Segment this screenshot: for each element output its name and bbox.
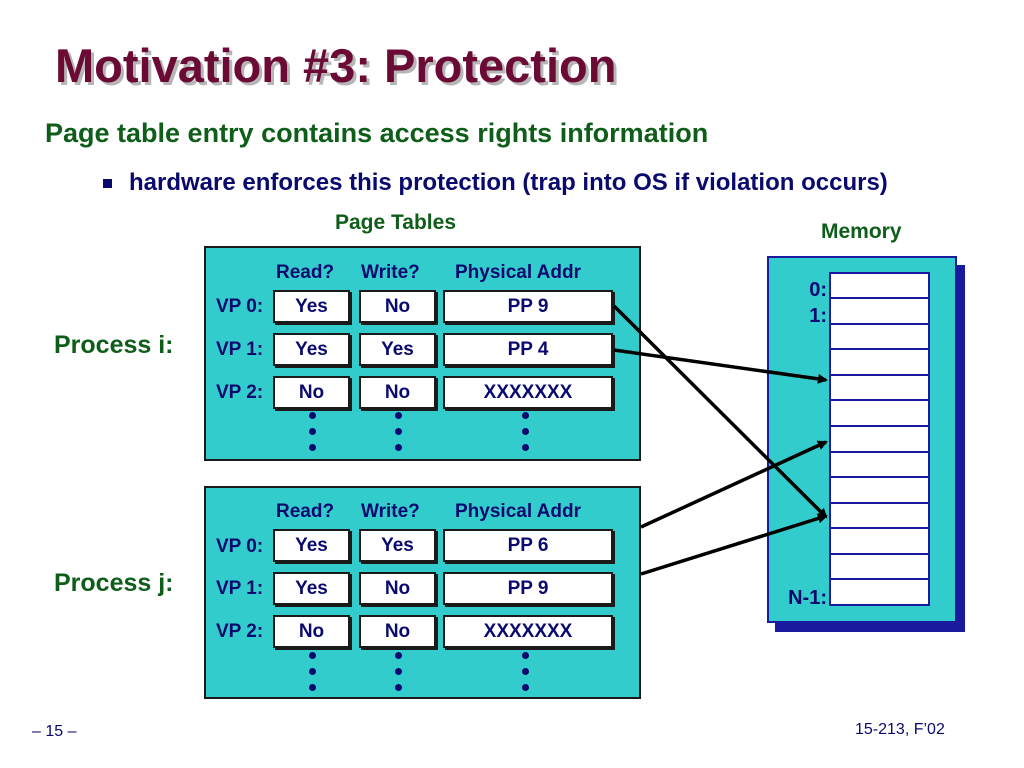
ellipsis-dot-icon [309,652,316,659]
ellipsis-dot-icon [522,668,529,675]
write-cell: Yes [359,333,436,366]
memory-page-divider [829,348,930,350]
ellipsis-dot-icon [395,444,402,451]
ellipsis-dot-icon [309,684,316,691]
vp-label: VP 0: [216,296,264,317]
read-cell: Yes [273,290,350,323]
ellipsis-dot-icon [522,684,529,691]
vp-label: VP 0: [216,536,264,557]
page-tables-label: Page Tables [335,211,456,234]
page-number: – 15 – [32,723,77,740]
ellipsis-dot-icon [522,652,529,659]
physical-addr-cell: PP 4 [443,333,613,366]
read-cell: No [273,376,350,409]
slide-subtitle: Page table entry contains access rights … [45,118,709,148]
physical-addr-cell: PP 6 [443,529,613,562]
arrow-j-vp1 [640,513,828,576]
memory-index-1: 1: [809,305,827,327]
write-cell: No [359,615,436,648]
arrow-j-vp0 [640,440,828,529]
ellipsis-dot-icon [522,428,529,435]
vp-label: VP 2: [216,621,264,642]
ellipsis-dot-icon [522,444,529,451]
arrow-i-vp0 [612,304,828,519]
process-i-label: Process i: [54,331,174,359]
memory-page-divider [829,399,930,401]
ellipsis-dot-icon [395,652,402,659]
header-read: Read? [276,501,335,522]
header-physical-addr: Physical Addr [455,501,582,522]
header-write: Write? [361,262,420,283]
ellipsis-dot-icon [309,668,316,675]
write-cell: Yes [359,529,436,562]
read-cell: No [273,615,350,648]
physical-addr-cell: PP 9 [443,290,613,323]
write-cell: No [359,572,436,605]
memory-page-divider [829,502,930,504]
bullet-text: hardware enforces this protection (trap … [129,169,888,196]
memory-page-divider [829,578,930,580]
slide-title: Motivation #3: Protection [55,39,617,92]
ellipsis-dot-icon [395,684,402,691]
vp-label: VP 1: [216,339,264,360]
vp-label: VP 2: [216,382,264,403]
header-physical-addr: Physical Addr [455,262,582,283]
memory-index-last: N-1: [788,587,827,609]
memory-page-divider [829,553,930,555]
process-j-label: Process j: [54,569,174,597]
physical-addr-cell: XXXXXXX [443,615,613,648]
arrow-i-vp1 [613,348,828,384]
write-cell: No [359,376,436,409]
header-write: Write? [361,501,420,522]
vp-label: VP 1: [216,578,264,599]
read-cell: Yes [273,333,350,366]
header-read: Read? [276,262,335,283]
memory-page-divider [829,425,930,427]
memory-page-divider [829,527,930,529]
memory-index-0: 0: [809,279,827,301]
physical-addr-cell: XXXXXXX [443,376,613,409]
memory-page-divider [829,297,930,299]
ellipsis-dot-icon [395,428,402,435]
read-cell: Yes [273,529,350,562]
memory-page-divider [829,323,930,325]
memory-page-divider [829,476,930,478]
course-label: 15-213, F’02 [855,721,945,738]
memory-pages [829,272,930,606]
memory-page-divider [829,451,930,453]
write-cell: No [359,290,436,323]
ellipsis-dot-icon [309,412,316,419]
ellipsis-dot-icon [395,412,402,419]
ellipsis-dot-icon [309,444,316,451]
physical-addr-cell: PP 9 [443,572,613,605]
bullet-square-icon [103,179,112,188]
memory-label: Memory [821,220,902,243]
memory-page-divider [829,374,930,376]
ellipsis-dot-icon [522,412,529,419]
ellipsis-dot-icon [309,428,316,435]
read-cell: Yes [273,572,350,605]
ellipsis-dot-icon [395,668,402,675]
